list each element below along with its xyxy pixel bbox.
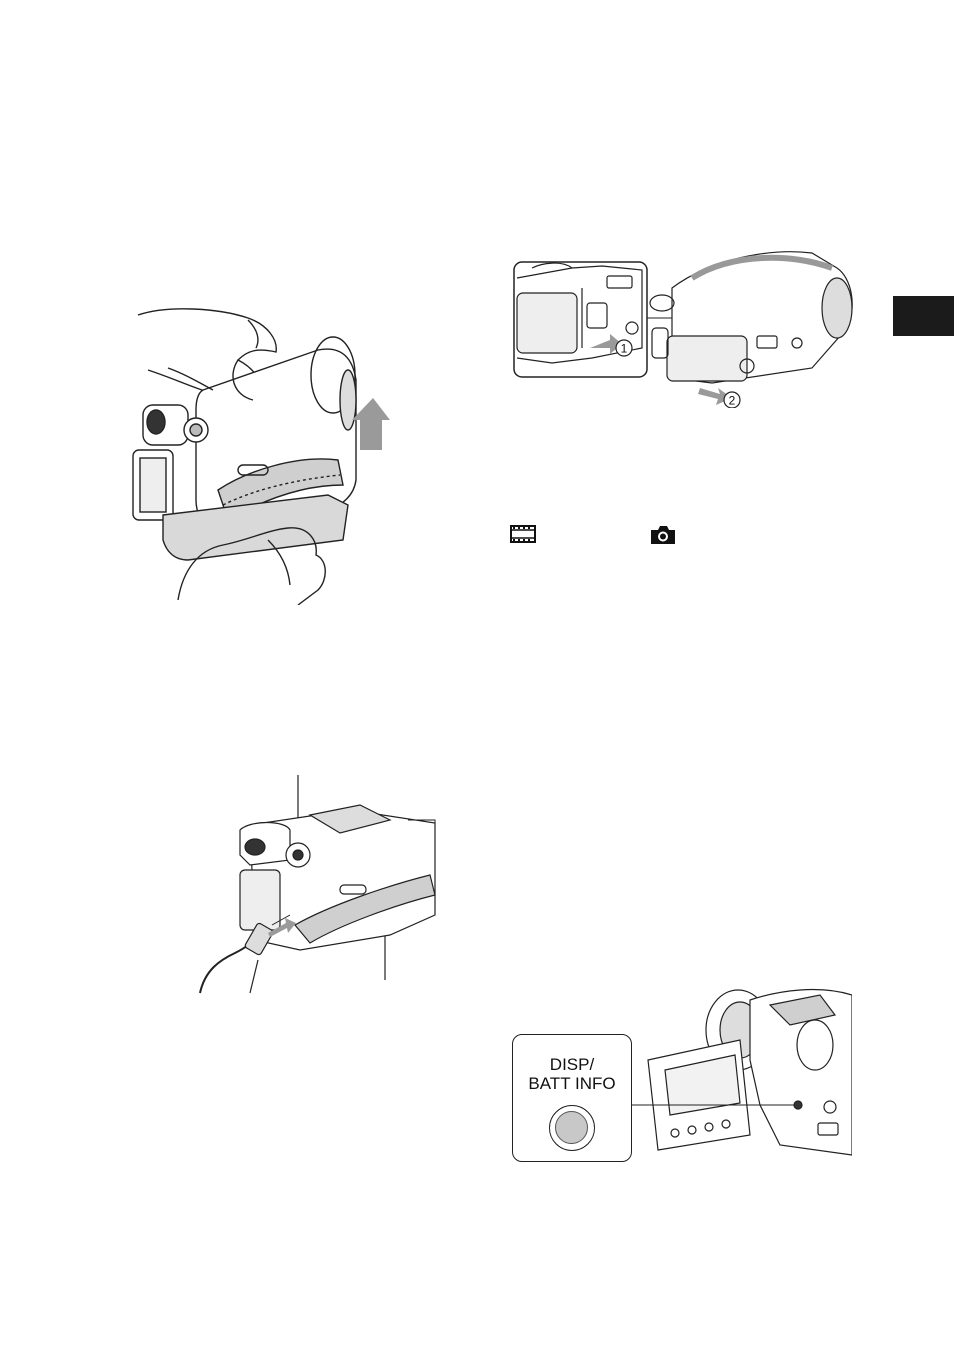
camera-icon	[650, 525, 676, 550]
disp-button-face	[555, 1111, 588, 1144]
arrow-up-icon	[352, 398, 390, 450]
disp-batt-info-button[interactable]	[549, 1105, 595, 1151]
step-1-label: 1	[621, 342, 628, 356]
disp-batt-info-callout: DISP/ BATT INFO	[512, 1034, 632, 1162]
film-icon	[510, 524, 536, 549]
batt-info-label: BATT INFO	[513, 1074, 631, 1093]
section-tab-marker	[893, 296, 954, 336]
step-2-label: 2	[729, 394, 736, 408]
disp-label: DISP/	[513, 1055, 631, 1074]
figure-camcorder-lcd	[630, 985, 852, 1160]
figure-cable-connection	[190, 775, 440, 995]
figure-battery-removal: 1 2	[512, 248, 857, 408]
figure-remove-camcorder	[128, 300, 418, 605]
